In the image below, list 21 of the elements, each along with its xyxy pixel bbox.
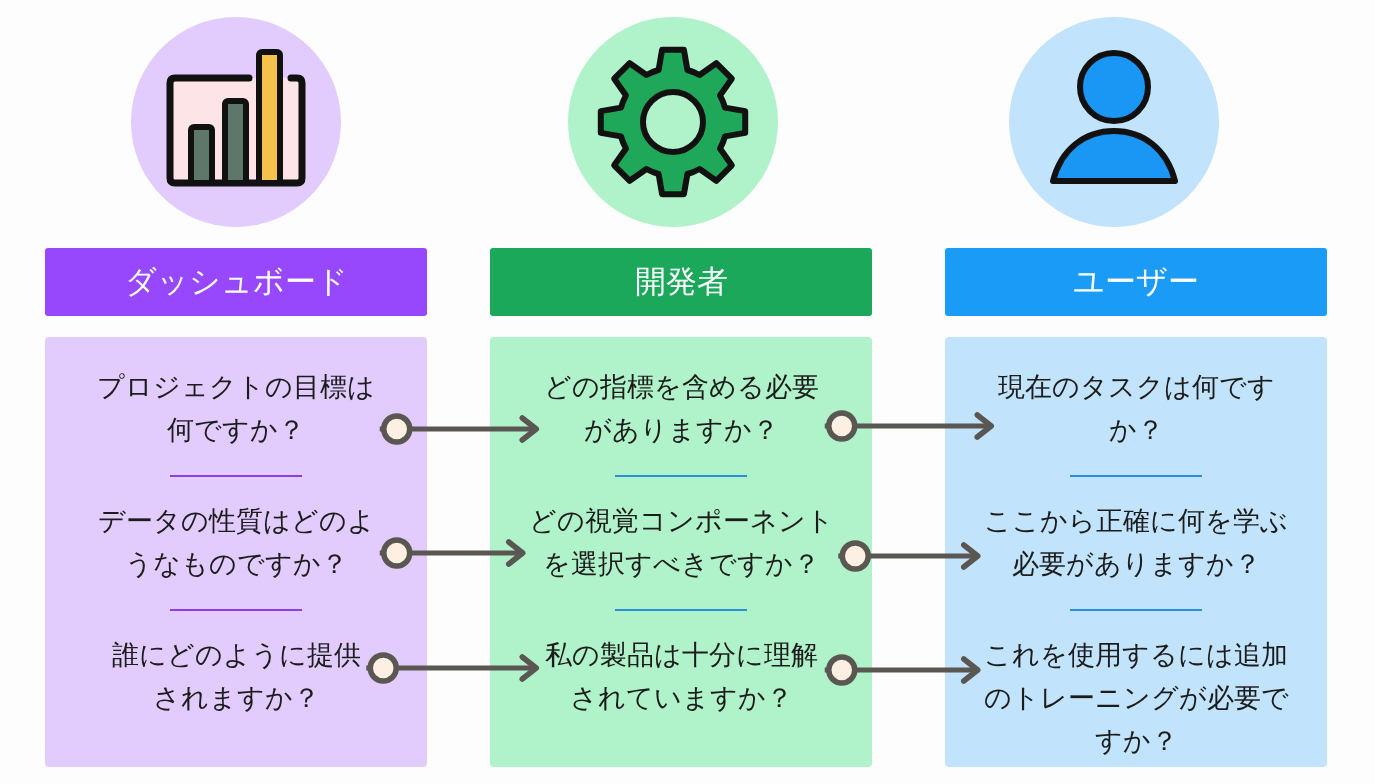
column-header: 開発者 (490, 248, 872, 316)
question-panel (490, 337, 872, 767)
arrow (379, 537, 526, 569)
question-text: 誰にどのように提供されますか？ (105, 634, 367, 720)
question-text: データの性質はどのようなものですか？ (92, 500, 380, 586)
arrow (379, 413, 539, 445)
question-text: ここから正確に何を学ぶ必要がありますか？ (978, 500, 1294, 586)
column-header: ユーザー (945, 248, 1327, 316)
question-text: これを使用するには追加のトレーニングが必要ですか？ (978, 634, 1294, 763)
arrow (824, 410, 994, 442)
question-text: プロジェクトの目標は何ですか？ (92, 366, 380, 452)
arrow (838, 540, 981, 572)
question-text: 私の製品は十分に理解されていますか？ (537, 634, 825, 720)
question-text: 現在のタスクは何ですか？ (992, 366, 1280, 452)
question-text: どの指標を含める必要がありますか？ (537, 366, 825, 452)
arrow (366, 652, 539, 684)
question-panel (45, 337, 427, 767)
question-panel (945, 337, 1327, 767)
arrow (824, 654, 981, 686)
question-text: どの視覚コンポーネントを選択すべきですか？ (523, 500, 839, 586)
column-header: ダッシュボード (45, 248, 427, 316)
